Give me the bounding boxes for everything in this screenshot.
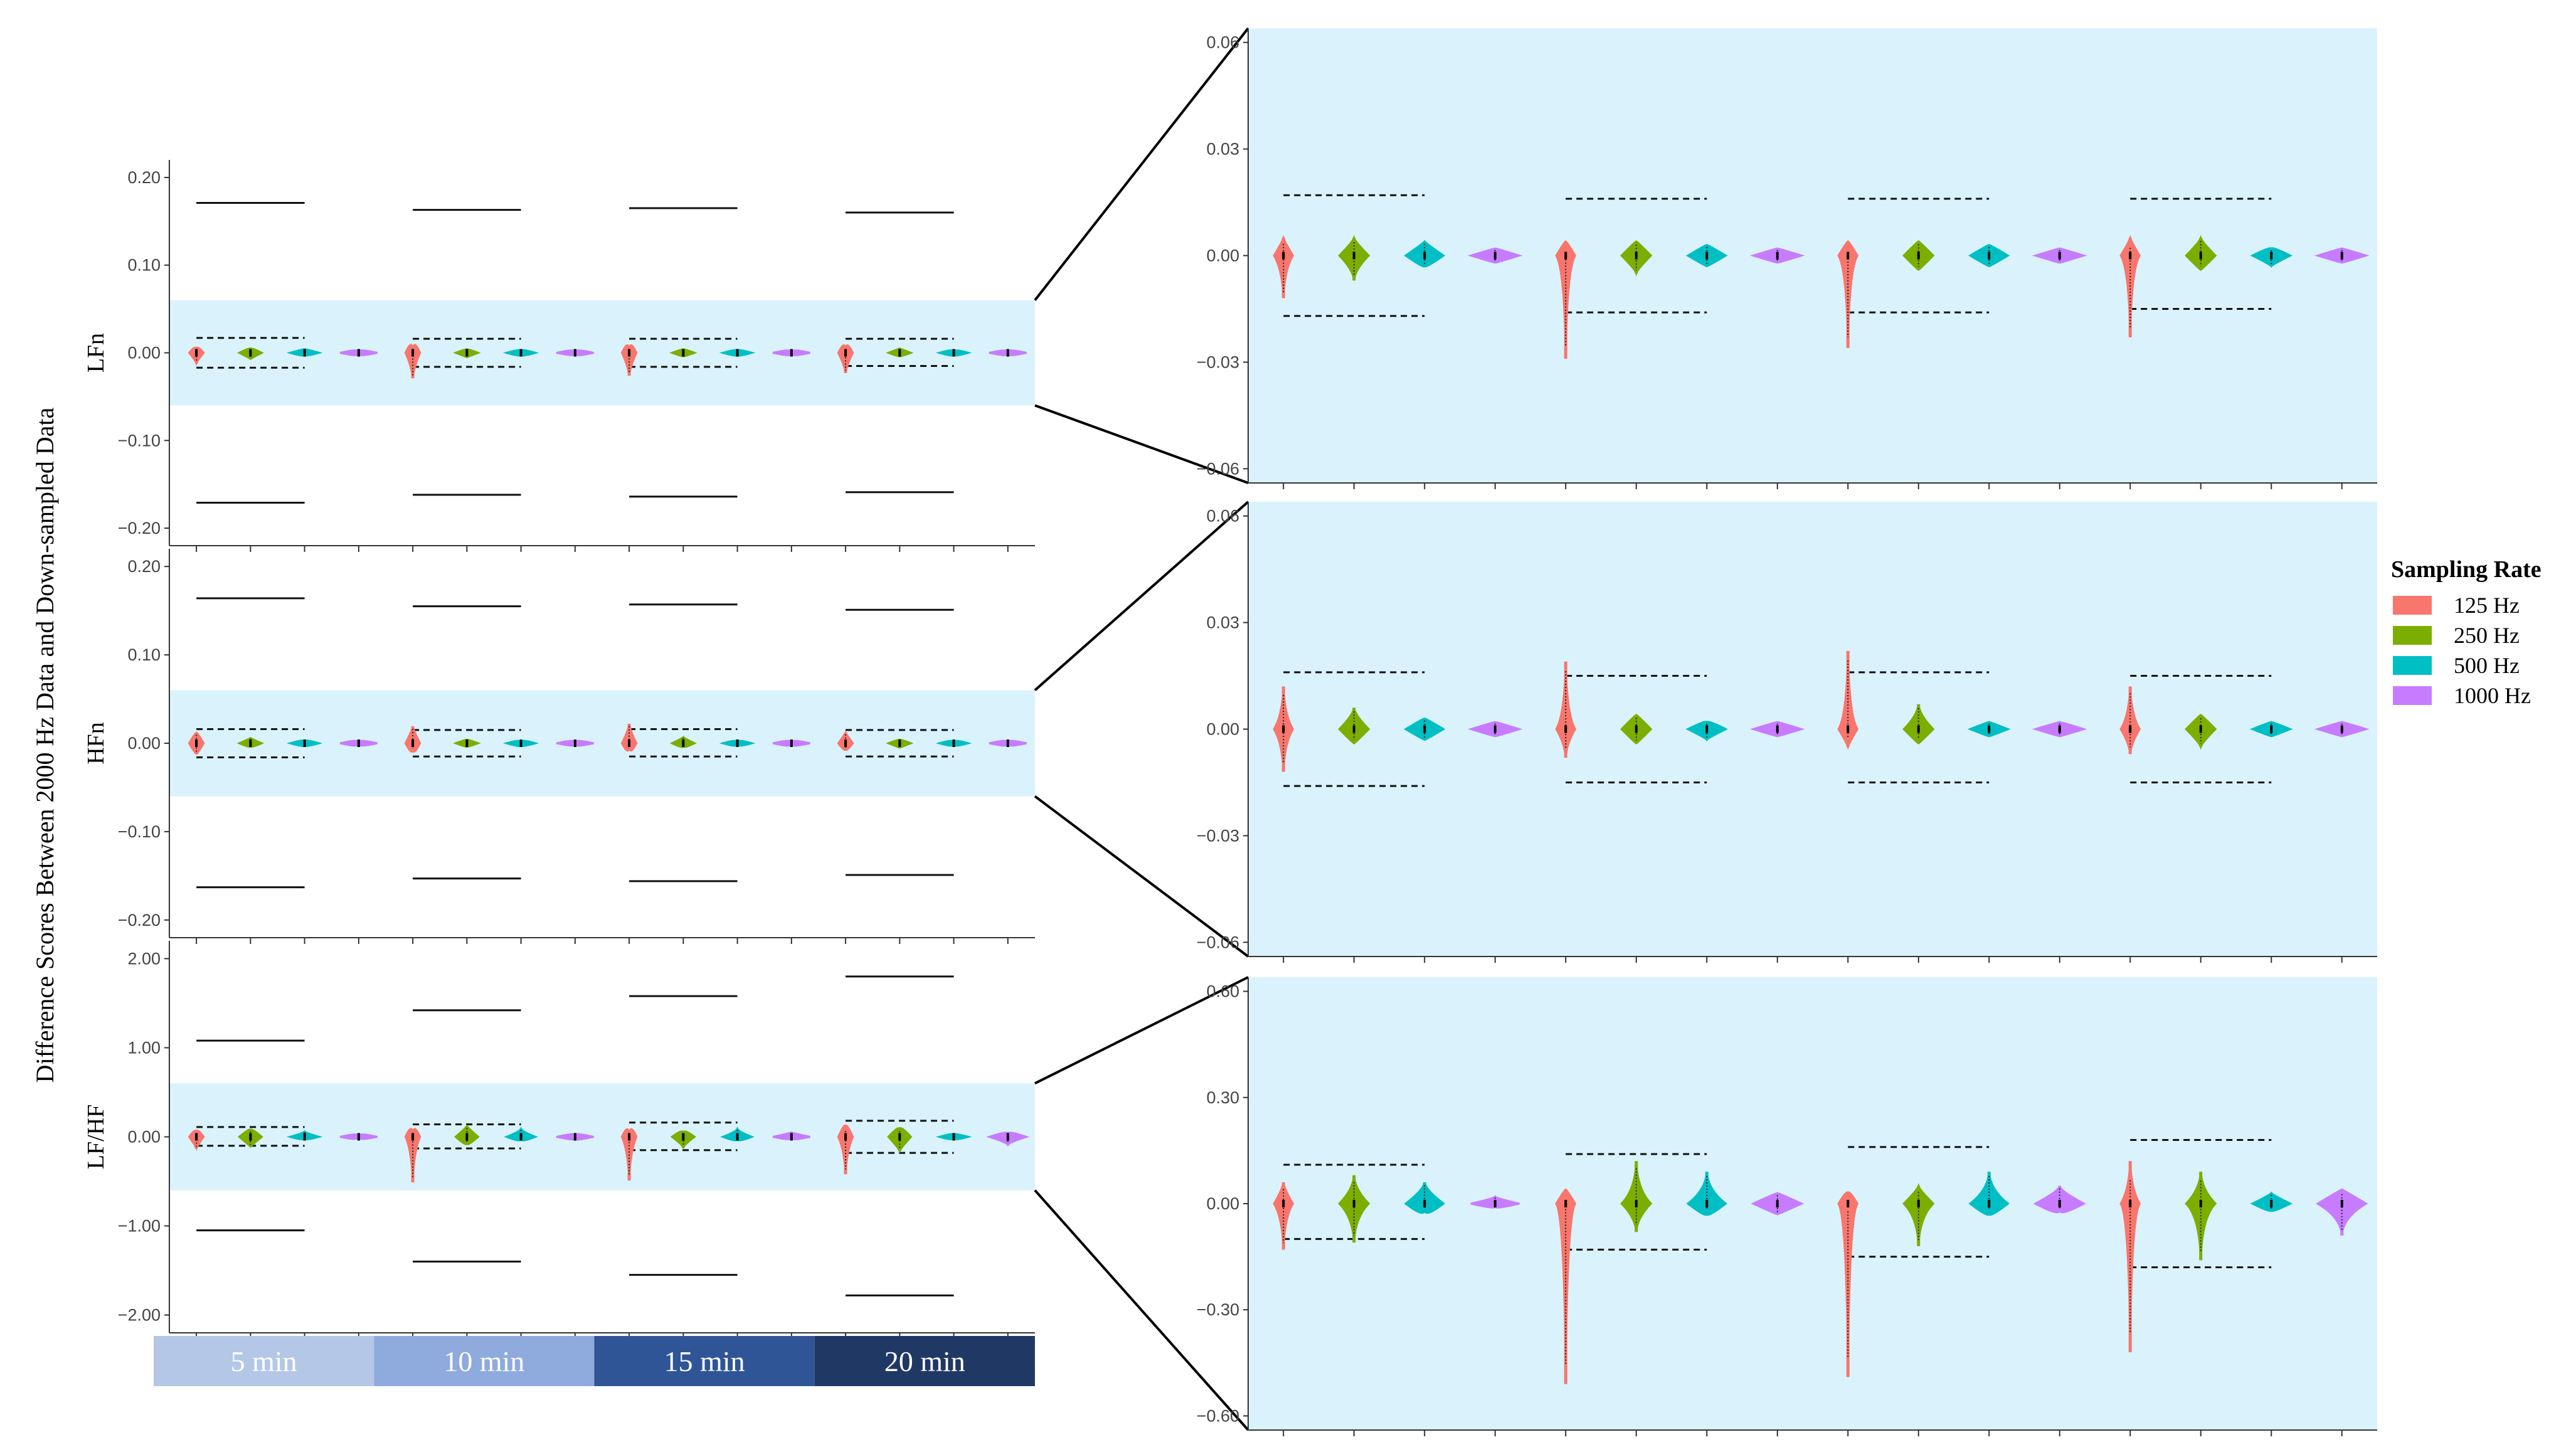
- time-segment: [154, 1336, 374, 1386]
- y-tick-label: −0.30: [1197, 1300, 1239, 1319]
- legend-swatch: [2393, 656, 2432, 675]
- time-bar: 5 min 10 min 15 min 20 min: [154, 1336, 1035, 1386]
- y-tick-label: −0.60: [1197, 1406, 1239, 1425]
- y-tick-label: 1.00: [127, 1038, 161, 1057]
- y-tick-label: 0.60: [1206, 982, 1239, 1001]
- y-tick-label: 0.03: [1206, 613, 1239, 632]
- chart-panels: 0.20 0.10 0.00 −0.10 −0.20 LFn 0.20 0.10 0.00 −0.…: [83, 28, 2377, 1436]
- zoom-connector-bottom: [1034, 404, 1249, 484]
- time-segment-label: 15 min: [664, 1345, 745, 1377]
- time-segment: [374, 1336, 595, 1386]
- y-tick-label: 0.03: [1206, 140, 1239, 159]
- time-segment-label: 20 min: [884, 1345, 965, 1377]
- time-segment-label: 10 min: [443, 1345, 524, 1377]
- y-tick-label: 0.00: [127, 1128, 161, 1147]
- panel-zoom-hfn: 0.06 0.03 0.00 −0.03 −0.06: [1197, 502, 2377, 963]
- y-tick-label: 0.10: [127, 645, 161, 664]
- zoom-connector-top: [1034, 976, 1249, 1085]
- panel-overview-lfn: 0.20 0.10 0.00 −0.10 −0.20 LFn: [83, 160, 1035, 552]
- y-tick-label: 0.00: [1206, 720, 1239, 739]
- facet-label: LFn: [83, 333, 109, 373]
- zoom-connector-bottom: [1034, 1189, 1249, 1431]
- y-tick-label: 0.00: [1206, 1194, 1239, 1213]
- legend-title: Sampling Rate: [2391, 556, 2542, 583]
- zoom-connector-top: [1034, 501, 1249, 691]
- zoom-connector-bottom: [1034, 795, 1249, 958]
- y-tick-label: 0.06: [1206, 507, 1239, 526]
- time-segment: [594, 1336, 815, 1386]
- y-tick-label: 0.00: [127, 734, 161, 753]
- y-tick-label: 0.20: [127, 168, 161, 187]
- y-tick-label: −0.10: [118, 431, 161, 450]
- y-tick-label: −0.20: [118, 911, 161, 930]
- y-tick-label: −0.03: [1197, 826, 1239, 845]
- y-tick-label: 0.30: [1206, 1088, 1239, 1107]
- zoom-connector-top: [1034, 27, 1249, 301]
- panel-zoom-lfn: 0.06 0.03 0.00 −0.03 −0.06: [1197, 28, 2377, 489]
- legend-label: 250 Hz: [2454, 623, 2520, 648]
- y-tick-label: −2.00: [118, 1306, 161, 1325]
- y-tick-label: −1.00: [118, 1217, 161, 1236]
- legend-label: 500 Hz: [2454, 653, 2520, 678]
- y-tick-label: −0.03: [1197, 352, 1239, 371]
- y-tick-label: 0.00: [127, 344, 161, 363]
- y-tick-label: −0.06: [1197, 933, 1239, 951]
- y-axis-title: Difference Scores Between 2000 Hz Data a…: [31, 407, 59, 1083]
- y-tick-label: 0.10: [127, 256, 161, 275]
- legend-swatch: [2393, 626, 2432, 645]
- zoom-connectors: [1034, 27, 1249, 1431]
- time-segment-label: 5 min: [231, 1345, 297, 1377]
- panel-zoom-lfhf: 0.60 0.30 0.00 −0.30 −0.60: [1197, 977, 2377, 1436]
- time-segment: [814, 1336, 1035, 1386]
- panel-overview-lfhf: 2.00 1.00 0.00 −1.00 −2.00 LF/HF: [83, 941, 1035, 1339]
- legend-label: 1000 Hz: [2454, 683, 2531, 708]
- legend-label: 125 Hz: [2454, 593, 2520, 618]
- y-tick-label: 0.20: [127, 557, 161, 576]
- y-tick-label: −0.10: [118, 822, 161, 841]
- facet-label: HFn: [83, 722, 109, 765]
- panel-overview-hfn: 0.20 0.10 0.00 −0.10 −0.20 HFn: [83, 549, 1035, 944]
- y-tick-label: 0.06: [1206, 33, 1239, 52]
- legend-swatch: [2393, 686, 2432, 705]
- y-tick-label: 0.00: [1206, 246, 1239, 265]
- legend: Sampling Rate 125 Hz 250 Hz 500 Hz 1000 Hz: [2391, 556, 2542, 708]
- y-tick-label: −0.20: [118, 519, 161, 538]
- y-tick-label: 2.00: [127, 949, 161, 968]
- y-tick-label: −0.06: [1197, 459, 1239, 478]
- facet-label: LF/HF: [83, 1105, 109, 1169]
- legend-swatch: [2393, 596, 2432, 615]
